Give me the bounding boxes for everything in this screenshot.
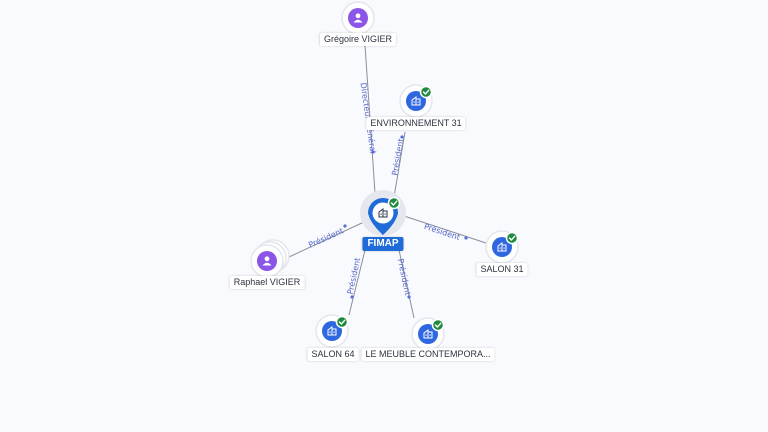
building-icon: [327, 326, 337, 336]
center-node[interactable]: [360, 190, 406, 236]
edge: Président: [396, 249, 415, 319]
nodes-layer: [250, 1, 519, 351]
edge-label: Président: [345, 257, 363, 296]
building-icon: [423, 329, 433, 339]
building-icon: [378, 208, 388, 218]
node-label[interactable]: SALON 31: [476, 263, 528, 276]
edge-arrow: [464, 236, 468, 240]
verified-check-icon: [419, 85, 433, 99]
edge-arrow: [350, 295, 354, 299]
edge-line: [288, 221, 365, 258]
verified-check-icon: [387, 196, 401, 210]
person-icon: [353, 13, 363, 23]
edge: Président: [345, 249, 366, 316]
edge-line: [403, 215, 487, 244]
edge-label: Président: [389, 138, 405, 176]
edge: Président: [288, 221, 365, 258]
person-icon: [262, 256, 272, 266]
verified-check-icon: [335, 315, 349, 329]
node-label[interactable]: Raphael VIGIER: [229, 276, 305, 289]
edge-line: [348, 249, 366, 316]
center-node-label[interactable]: FIMAP: [362, 237, 404, 251]
node-label[interactable]: Grégoire VIGIER: [319, 33, 397, 46]
node-label[interactable]: ENVIRONNEMENT 31: [366, 117, 466, 130]
node-label[interactable]: LE MEUBLE CONTEMPORA...: [361, 348, 495, 361]
edges-layer: Directeur GénéralPrésidentPrésidentPrési…: [288, 44, 487, 319]
graph-node[interactable]: [341, 1, 375, 35]
edge-arrow: [371, 150, 375, 154]
edge-line: [398, 249, 415, 319]
edge-line: [393, 131, 406, 198]
verified-check-icon: [505, 231, 519, 245]
edge-label: Président: [307, 225, 345, 249]
edge-label: Président: [423, 221, 462, 242]
graph-node[interactable]: [315, 314, 349, 348]
edge-arrow: [343, 224, 347, 228]
edge-arrow: [407, 295, 411, 299]
edge-arrow: [400, 135, 404, 139]
edge-label: Président: [396, 258, 414, 297]
edge: Président: [403, 215, 487, 244]
edge: Président: [389, 131, 406, 198]
graph-node[interactable]: [485, 230, 519, 264]
building-icon: [411, 96, 421, 106]
graph-node[interactable]: [399, 84, 433, 118]
node-label[interactable]: SALON 64: [307, 348, 359, 361]
graph-node[interactable]: [411, 317, 445, 351]
building-icon: [497, 242, 507, 252]
verified-check-icon: [431, 318, 445, 332]
graph-node[interactable]: [250, 239, 290, 278]
